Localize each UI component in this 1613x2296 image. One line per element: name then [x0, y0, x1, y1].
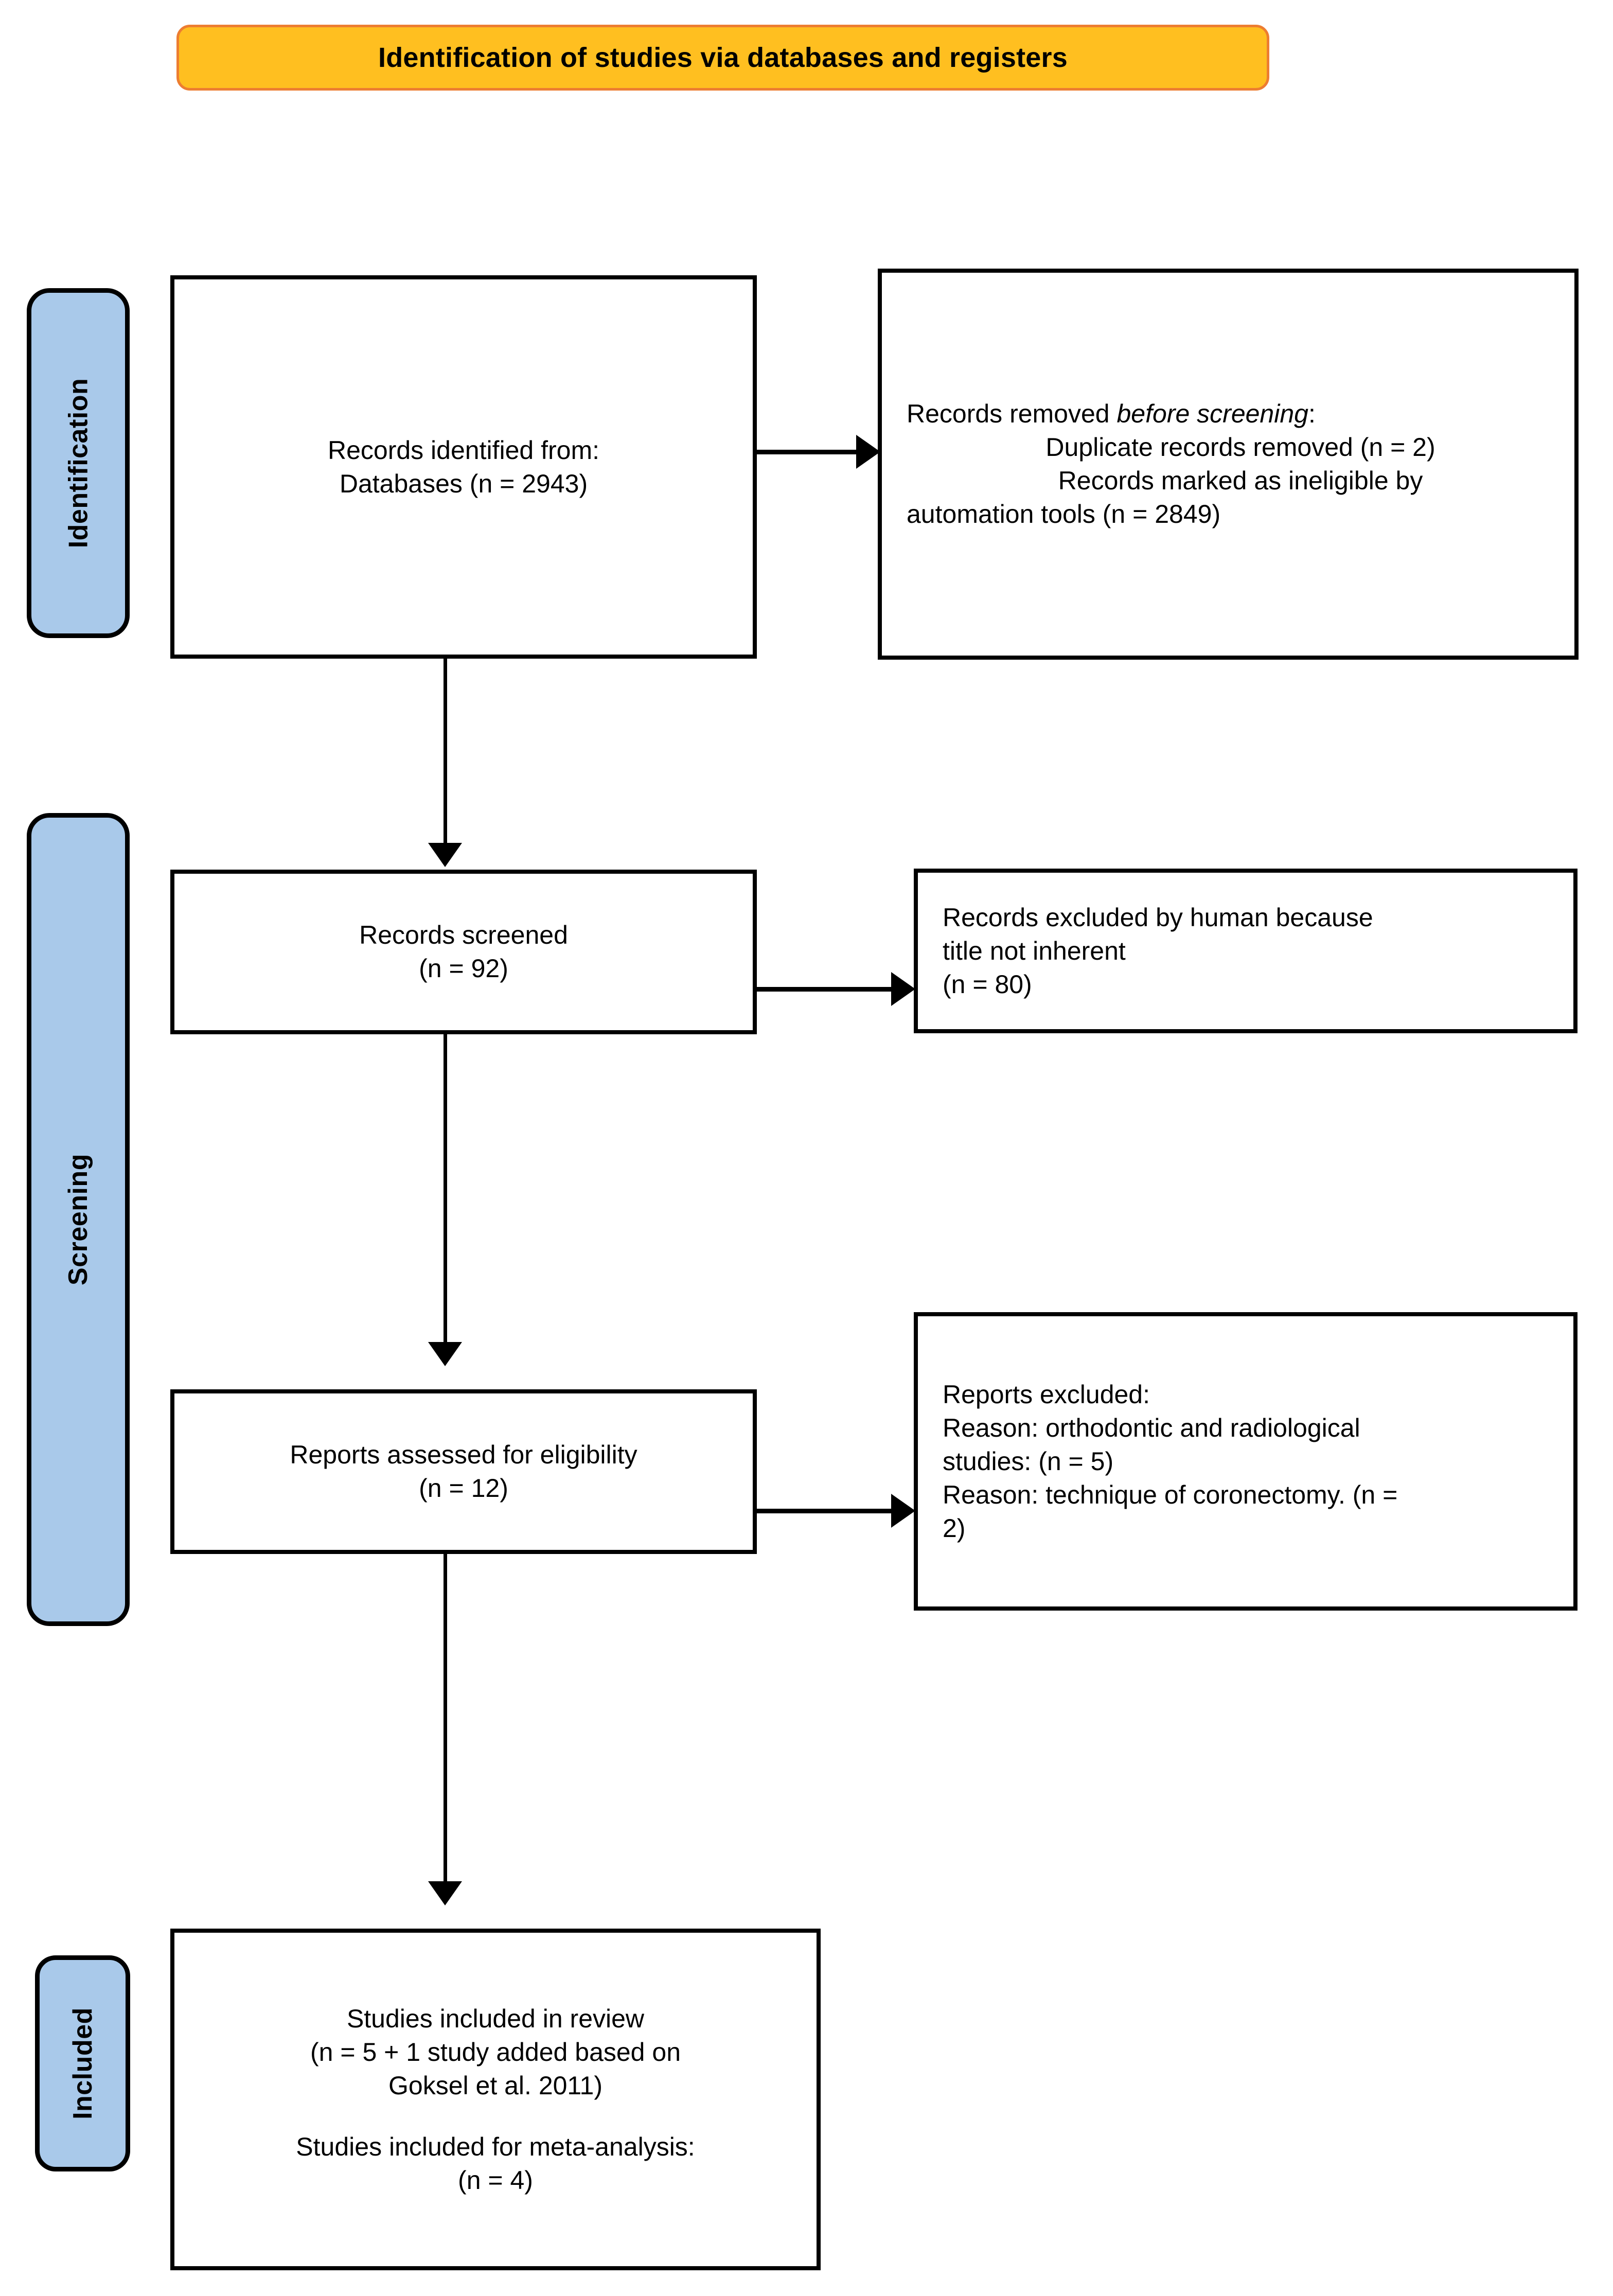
arrow-head-right-icon: [856, 435, 880, 469]
records-removed-line1-prefix: Records removed: [907, 399, 1117, 428]
connector-eligibility-to-included: [444, 1554, 447, 1883]
records-screened-line2: (n = 92): [419, 954, 508, 983]
excluded-human-line3: (n = 80): [943, 969, 1032, 999]
box-records-screened: Records screened (n = 92): [170, 870, 757, 1034]
stage-label-identification-text: Identification: [63, 378, 93, 549]
eligibility-line2: (n = 12): [419, 1474, 508, 1503]
box-reports-assessed-for-eligibility: Reports assessed for eligibility (n = 12…: [170, 1389, 757, 1554]
arrow-head-down-icon: [428, 1342, 462, 1366]
included-line4: Studies included for meta-analysis:: [296, 2132, 695, 2161]
excluded-human-line1: Records excluded by human because: [943, 903, 1373, 932]
box-records-removed-before-screening: Records removed before screening: Duplic…: [878, 269, 1579, 660]
connector-identified-to-removed: [753, 450, 861, 454]
stage-label-identification: Identification: [27, 288, 130, 638]
box-reports-excluded: Reports excluded: Reason: orthodontic an…: [914, 1312, 1577, 1611]
records-removed-line4: automation tools (n = 2849): [907, 500, 1221, 528]
records-screened-line1: Records screened: [359, 921, 568, 949]
stage-label-included: Included: [35, 1955, 130, 2171]
connector-identified-to-screened: [444, 659, 447, 845]
records-removed-line1-italic: before screening: [1116, 399, 1308, 428]
connector-screened-to-eligibility: [444, 1034, 447, 1343]
records-identified-line2: Databases (n = 2943): [339, 469, 588, 498]
diagram-header-banner: Identification of studies via databases …: [176, 25, 1269, 91]
records-removed-line2: Duplicate records removed (n = 2): [1045, 433, 1435, 462]
records-identified-line1: Records identified from:: [327, 435, 599, 465]
arrow-head-right-icon: [891, 1494, 915, 1528]
reports-excluded-line5: 2): [943, 1513, 966, 1543]
reports-excluded-line2: Reason: orthodontic and radiological: [943, 1413, 1360, 1442]
banner-title: Identification of studies via databases …: [378, 42, 1068, 73]
arrow-head-down-icon: [428, 843, 462, 867]
included-spacer: [187, 2103, 804, 2130]
records-removed-line1-suffix: :: [1308, 399, 1316, 428]
reports-excluded-line3: studies: (n = 5): [943, 1446, 1114, 1476]
included-line3: Goksel et al. 2011): [388, 2071, 602, 2100]
reports-excluded-line1: Reports excluded:: [943, 1380, 1150, 1409]
included-line2: (n = 5 + 1 study added based on: [310, 2037, 681, 2067]
stage-label-included-text: Included: [67, 2007, 98, 2120]
box-records-identified: Records identified from: Databases (n = …: [170, 275, 757, 659]
included-line5: (n = 4): [458, 2165, 533, 2195]
stage-label-screening: Screening: [27, 813, 130, 1626]
connector-screened-to-excluded-human: [753, 987, 896, 992]
eligibility-line1: Reports assessed for eligibility: [290, 1440, 637, 1469]
connector-eligibility-to-reports-excluded: [753, 1509, 896, 1513]
box-studies-included: Studies included in review (n = 5 + 1 st…: [170, 1929, 821, 2270]
arrow-head-right-icon: [891, 972, 915, 1006]
box-records-excluded-by-human: Records excluded by human because title …: [914, 869, 1577, 1033]
included-line1: Studies included in review: [346, 2004, 645, 2033]
excluded-human-line2: title not inherent: [943, 936, 1126, 965]
records-removed-line3: Records marked as ineligible by: [1058, 466, 1423, 495]
reports-excluded-line4: Reason: technique of coronectomy. (n =: [943, 1480, 1398, 1509]
arrow-head-down-icon: [428, 1881, 462, 1905]
stage-label-screening-text: Screening: [63, 1154, 94, 1285]
